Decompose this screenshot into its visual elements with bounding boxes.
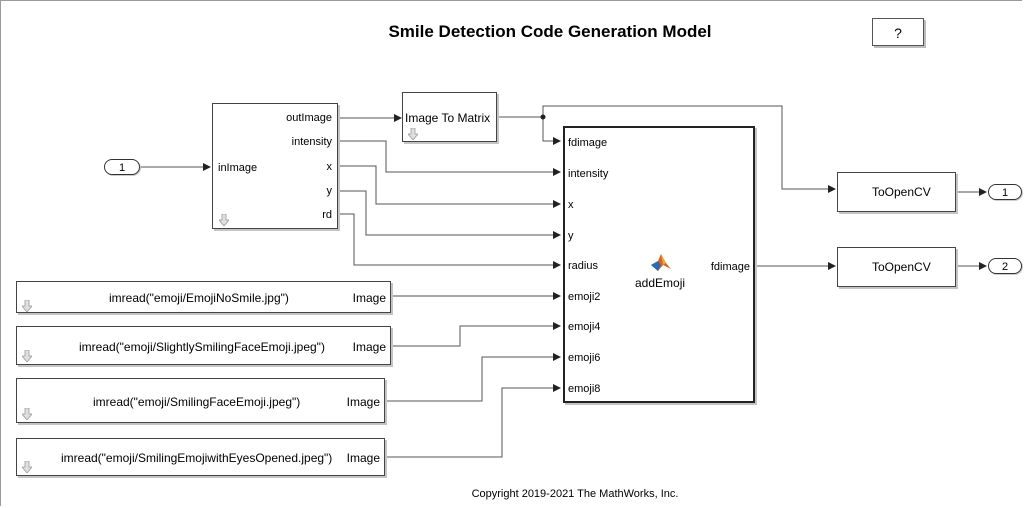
outport-2[interactable]: 2 <box>988 258 1022 274</box>
port-fdimage-in: fdimage <box>568 137 608 149</box>
add-emoji-name: addEmoji <box>635 276 686 290</box>
to-opencv-block-1[interactable]: ToOpenCV <box>837 172 956 212</box>
port-emoji8-in: emoji8 <box>568 383 601 395</box>
port-fdimage-out: fdimage <box>710 261 750 273</box>
to-opencv-block-2[interactable]: ToOpenCV <box>837 247 956 287</box>
to-opencv-label-1: ToOpenCV <box>872 185 931 199</box>
imread-port: Image <box>352 340 386 354</box>
down-arrow-icon <box>219 214 229 226</box>
wire-rd <box>338 213 561 269</box>
imread-expr: imread("emoji/SlightlySmilingFaceEmoji.j… <box>79 340 325 354</box>
port-x: x <box>326 161 333 173</box>
wire-y <box>338 190 561 239</box>
imread-port: Image <box>346 395 380 409</box>
imread-block-smiling[interactable]: imread("emoji/SmilingFaceEmoji.jpeg") Im… <box>16 378 385 423</box>
inport-1[interactable]: 1 <box>104 159 140 175</box>
outport-1[interactable]: 1 <box>988 184 1022 200</box>
port-emoji6-in: emoji6 <box>568 352 601 364</box>
imread-block-eyes-opened[interactable]: imread("emoji/SmilingEmojiwithEyesOpened… <box>16 438 385 476</box>
down-arrow-icon <box>408 128 418 140</box>
branch-point <box>540 114 546 120</box>
down-arrow-icon <box>22 461 32 473</box>
model-title: Smile Detection Code Generation Model <box>388 22 712 41</box>
wire-x <box>338 165 561 208</box>
image-to-matrix-label: Image To Matrix <box>405 111 491 125</box>
port-y: y <box>326 185 333 197</box>
port-inimage: inImage <box>218 162 258 174</box>
matlab-logo-icon <box>651 254 671 271</box>
imread-block-slightly-smiling[interactable]: imread("emoji/SlightlySmilingFaceEmoji.j… <box>16 326 391 365</box>
port-y-in: y <box>568 230 574 242</box>
image-to-matrix-block[interactable]: Image To Matrix <box>402 92 497 142</box>
wire-matrix <box>497 116 561 145</box>
imread-port: Image <box>346 451 380 465</box>
wire-branch <box>542 105 836 193</box>
help-button[interactable]: ? <box>872 18 924 46</box>
port-emoji4-in: emoji4 <box>568 321 601 333</box>
imread-expr: imread("emoji/SmilingFaceEmoji.jpeg") <box>93 395 301 409</box>
imread-port: Image <box>352 291 386 305</box>
imread-expr: imread("emoji/SmilingEmojiwithEyesOpened… <box>61 451 333 465</box>
face-detector-subsystem[interactable]: inImage outImage intensity x y rd <box>212 103 338 229</box>
wire-emoji4 <box>391 322 561 347</box>
port-intensity-in: intensity <box>568 168 609 180</box>
copyright-text: Copyright 2019-2021 The MathWorks, Inc. <box>471 488 679 500</box>
port-outimage: outImage <box>286 112 332 124</box>
port-intensity: intensity <box>291 136 332 148</box>
to-opencv-label-2: ToOpenCV <box>872 260 931 274</box>
wire-intensity <box>338 140 561 176</box>
port-rd: rd <box>322 209 332 221</box>
wire-emoji8 <box>385 384 561 458</box>
wire-emoji6 <box>385 353 561 402</box>
imread-expr: imread("emoji/EmojiNoSmile.jpg") <box>109 291 289 305</box>
down-arrow-icon <box>22 350 32 362</box>
port-emoji2-in: emoji2 <box>568 291 601 303</box>
port-radius-in: radius <box>568 260 598 272</box>
port-x-in: x <box>568 199 574 211</box>
down-arrow-icon <box>22 408 32 420</box>
imread-block-no-smile[interactable]: imread("emoji/EmojiNoSmile.jpg") Image <box>16 281 391 313</box>
down-arrow-icon <box>22 300 32 312</box>
